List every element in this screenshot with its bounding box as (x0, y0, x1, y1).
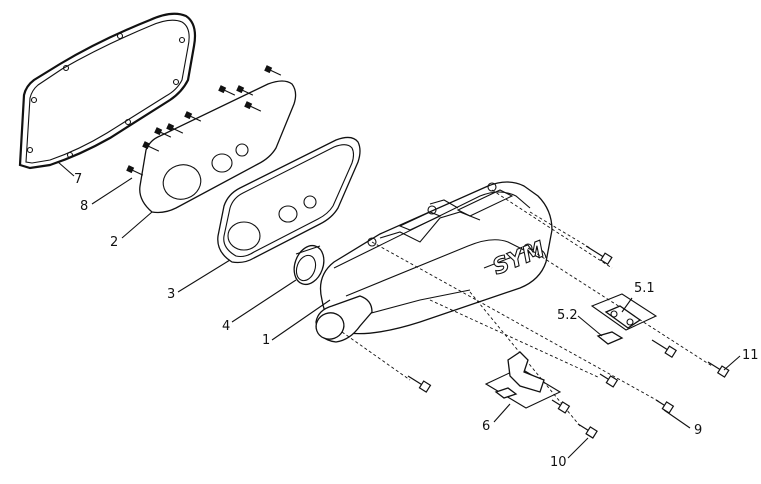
part-8-bolts (126, 65, 282, 176)
callout-5-2: 5.2 (557, 308, 578, 323)
callout-7: 7 (74, 172, 83, 187)
part-7-cover-gasket (18, 12, 197, 170)
callout-leaders (57, 161, 741, 459)
part-5-bracket-group (590, 293, 677, 358)
callout-2: 2 (110, 235, 119, 250)
callout-6: 6 (482, 419, 491, 434)
callout-3: 3 (167, 287, 176, 302)
part-4-seal-ring (293, 244, 325, 286)
callout-4: 4 (222, 319, 231, 334)
part-2-inner-cover (139, 80, 297, 214)
callout-8: 8 (80, 199, 89, 214)
part-3-gasket (217, 136, 361, 264)
alignment-lines (341, 189, 713, 427)
part-6-bracket-group (484, 351, 571, 414)
callout-1: 1 (262, 333, 271, 348)
callout-5-1: 5.1 (634, 281, 655, 296)
callout-11: 11 (742, 348, 759, 363)
part-1-crankcase-cover (315, 181, 553, 343)
callout-10: 10 (550, 455, 567, 470)
callout-9: 9 (694, 423, 703, 438)
